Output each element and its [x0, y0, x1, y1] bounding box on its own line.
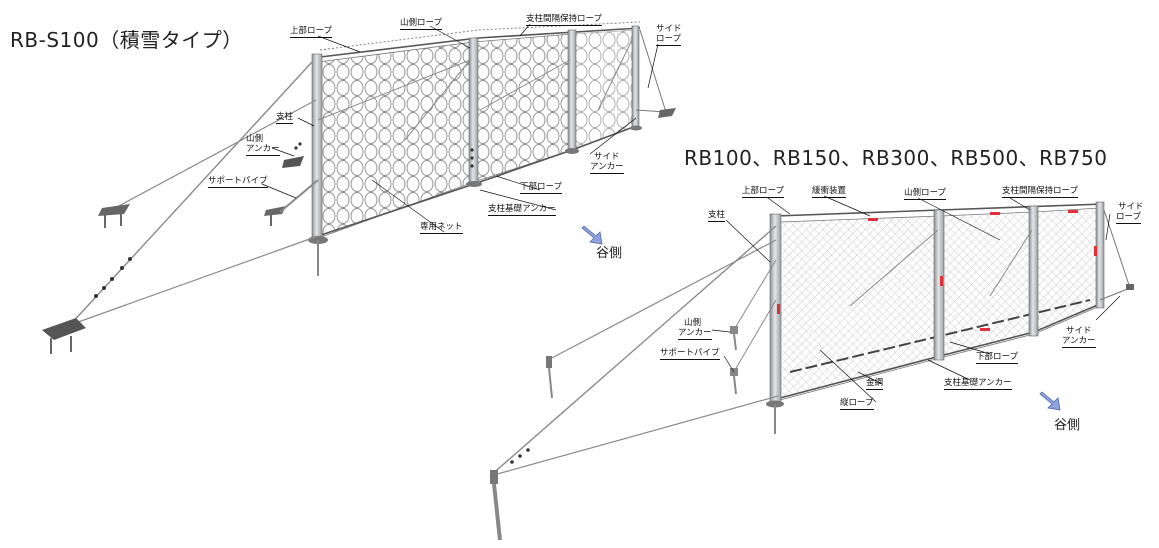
left-label-mountain-anchor-2: アンカー — [246, 144, 280, 156]
right-label-post-base-anchor: 支柱基礎アンカー — [944, 378, 1012, 390]
right-post-2 — [933, 209, 945, 361]
right-label-upper-rope: 上部ロープ — [742, 186, 784, 198]
left-post-4 — [631, 25, 640, 129]
right-label-side-anchor-1: サイド — [1066, 326, 1092, 336]
right-label-vertical-rope: 縦ロープ — [840, 398, 874, 410]
valley-arrow-left — [581, 225, 603, 245]
left-label-mountain-rope: 山側ロープ — [400, 18, 442, 30]
right-label-buffer-device: 緩衝装置 — [812, 186, 847, 198]
right-post-4 — [1095, 201, 1105, 309]
right-post-3 — [1028, 205, 1039, 337]
left-title: RB-S100（積雪タイプ） — [10, 28, 243, 52]
right-label-post: 支柱 — [708, 210, 726, 222]
right-net-panel-1 — [779, 215, 941, 401]
right-label-post-spacing-rope: 支柱間隔保持ロープ — [1002, 186, 1078, 198]
left-fence — [42, 21, 676, 354]
right-label-side-rope-2: ロープ — [1116, 212, 1141, 224]
right-title: RB100、RB150、RB300、RB500、RB750 — [684, 146, 1108, 170]
left-label-lower-rope: 下部ロープ — [520, 182, 562, 194]
left-label-valley-side: 谷側 — [596, 246, 623, 261]
valley-arrow-right — [1039, 391, 1061, 411]
left-label-post-spacing-rope: 支柱間隔保持ロープ — [526, 14, 602, 26]
right-fence — [489, 201, 1134, 541]
right-label-mountain-rope: 山側ロープ — [904, 188, 946, 200]
left-label-upper-rope: 上部ロープ — [290, 26, 332, 38]
left-label-post: 支柱 — [276, 112, 294, 124]
right-net-panel-3 — [1033, 207, 1101, 335]
right-label-support-pipe: サポートパイプ — [660, 348, 720, 360]
left-label-post-base-anchor: 支柱基礎アンカー — [488, 204, 556, 216]
left-spacing-rope — [319, 21, 641, 51]
left-label-side-anchor-2: アンカー — [590, 162, 624, 174]
right-label-side-rope-1: サイド — [1118, 202, 1144, 212]
left-label-side-rope-1: サイド — [656, 24, 682, 34]
right-label-mountain-anchor-2: アンカー — [678, 328, 712, 340]
left-label-mountain-anchor-1: 山側 — [246, 134, 264, 144]
left-label-side-anchor-1: サイド — [594, 152, 620, 162]
right-lower-rope — [779, 303, 1101, 399]
right-label-valley-side: 谷側 — [1054, 418, 1081, 433]
left-label-side-rope-2: ロープ — [656, 34, 681, 46]
right-label-wire-mesh: 金網 — [866, 378, 884, 390]
left-net-panel-2 — [473, 33, 573, 183]
left-post-3 — [567, 29, 577, 153]
left-net-panel-1 — [317, 41, 475, 239]
left-post-1 — [311, 53, 323, 243]
right-label-mountain-anchor-1: 山側 — [684, 318, 702, 328]
left-label-support-pipe: サポートパイプ — [208, 176, 268, 188]
left-post-2 — [468, 37, 479, 187]
right-label-lower-rope: 下部ロープ — [976, 352, 1018, 364]
left-label-special-net: 専用ネット — [420, 222, 463, 234]
left-lower-rope — [317, 125, 637, 237]
left-net-panel-3 — [571, 29, 637, 151]
right-label-side-anchor-2: アンカー — [1062, 336, 1096, 348]
